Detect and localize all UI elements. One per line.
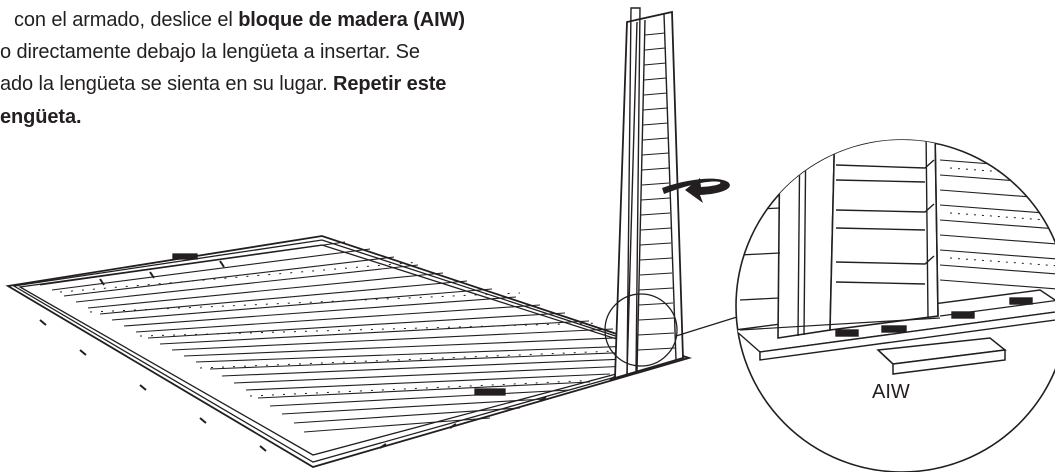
instruction-line-2: o directamente debajo la lengüeta a inse… [0,38,420,66]
instruction-bold-1: bloque de madera (AIW) [238,9,465,31]
zoom-detail [735,139,1055,472]
instruction-text-3: ado la lengüeta se sienta en su lugar. [0,73,334,95]
instruction-line-4: engüeta. [0,103,82,131]
aiw-callout-label: AIW [872,381,910,403]
wall-panel [614,7,684,380]
instruction-line-3: ado la lengüeta se sienta en su lugar. R… [0,70,446,98]
instruction-line-1: con el armado, deslice el bloque de made… [14,6,465,34]
instruction-text-1: con el armado, deslice el [14,9,239,31]
rotate-arrow-icon [662,178,730,203]
instruction-bold-3: Repetir este [333,73,447,95]
floor-panel [5,235,693,468]
detail-marker [604,293,738,367]
instruction-text-2: o directamente debajo la lengüeta a inse… [0,41,420,63]
instruction-bold-4: engüeta. [0,106,82,128]
